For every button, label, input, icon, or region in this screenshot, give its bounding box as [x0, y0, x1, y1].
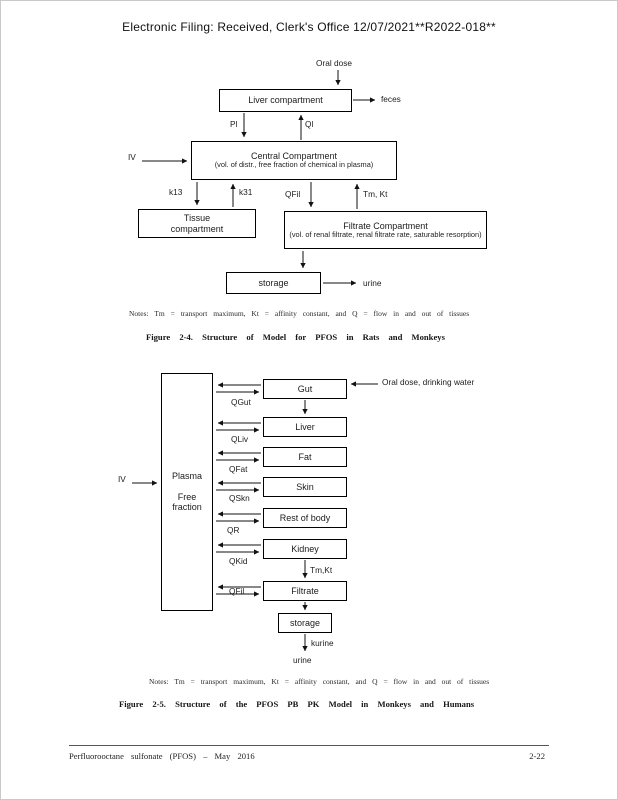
central-compartment-box: Central Compartment (vol. of distr., fre…: [191, 141, 397, 180]
fat-label: Fat: [298, 451, 312, 462]
footer-document-title: Perfluorooctane sulfonate (PFOS) – May 2…: [69, 751, 255, 761]
central-compartment-title: Central Compartment: [250, 151, 338, 162]
qliv-label: QLiv: [231, 434, 249, 444]
figure1-notes: Notes: Tm = transport maximum, Kt = affi…: [129, 309, 470, 318]
qfil-label: QFil: [285, 189, 301, 199]
kidney-box: Kidney: [263, 539, 347, 559]
kurine-label: kurine: [311, 638, 334, 648]
rest-of-body-box: Rest of body: [263, 508, 347, 528]
urine-label-fig2: urine: [293, 655, 312, 665]
iv-label: IV: [128, 152, 136, 162]
qkid-label: QKid: [229, 556, 248, 566]
filtrate-compartment-title: Filtrate Compartment: [343, 220, 428, 231]
plasma-subtitle: Free fraction: [172, 491, 202, 513]
skin-label: Skin: [296, 481, 314, 492]
iv-label-fig2: IV: [118, 474, 126, 484]
filtrate-compartment-subtitle: (vol. of renal filtrate, renal filtrate …: [289, 229, 482, 239]
skin-box: Skin: [263, 477, 347, 497]
storage-box-fig2: storage: [278, 613, 332, 633]
filtrate-compartment-box: Filtrate Compartment (vol. of renal filt…: [284, 211, 487, 249]
figure2-notes: Notes: Tm = transport maximum, Kt = affi…: [149, 677, 490, 686]
feces-label: feces: [381, 94, 401, 104]
kidney-label: Kidney: [291, 543, 319, 554]
footer-page-number: 2-22: [529, 751, 545, 761]
oral-dose-drinking-water-label: Oral dose, drinking water: [382, 377, 475, 387]
qskn-label: QSkn: [229, 493, 250, 503]
storage-label-fig1: storage: [258, 277, 289, 288]
gut-label: Gut: [297, 383, 313, 394]
oral-dose-label: Oral dose: [316, 58, 352, 68]
pl-flow-label: Pl: [230, 119, 238, 129]
urine-label-fig1: urine: [363, 278, 382, 288]
tm-kt-label-fig2: Tm,Kt: [310, 565, 333, 575]
plasma-box: Plasma Free fraction: [161, 373, 213, 611]
central-compartment-subtitle: (vol. of distr., free fraction of chemic…: [214, 160, 374, 170]
tissue-compartment-line2: compartment: [170, 223, 224, 234]
filtrate-label-fig2: Filtrate: [291, 585, 319, 596]
tissue-compartment-line1: Tissue: [183, 213, 211, 224]
fat-box: Fat: [263, 447, 347, 467]
k31-label: k31: [239, 187, 253, 197]
rest-of-body-label: Rest of body: [279, 512, 331, 523]
gut-box: Gut: [263, 379, 347, 399]
liver-label-fig2: Liver: [295, 421, 315, 432]
qfat-label: QFat: [229, 464, 248, 474]
figure1-caption: Figure 2-4. Structure of Model for PFOS …: [146, 332, 445, 342]
k13-label: k13: [169, 187, 183, 197]
filtrate-box-fig2: Filtrate: [263, 581, 347, 601]
figure2-caption: Figure 2-5. Structure of the PFOS PB PK …: [119, 699, 475, 709]
footer-divider: [69, 745, 549, 746]
tm-kt-label: Tm, Kt: [363, 189, 388, 199]
tissue-compartment-box: Tissue compartment: [138, 209, 256, 238]
storage-label-fig2: storage: [289, 617, 321, 628]
storage-box-fig1: storage: [226, 272, 321, 294]
qgut-label: QGut: [231, 397, 251, 407]
liver-box-fig2: Liver: [263, 417, 347, 437]
liver-compartment-label: Liver compartment: [248, 95, 323, 106]
ql-flow-label: Ql: [305, 119, 314, 129]
liver-compartment-box: Liver compartment: [219, 89, 352, 112]
plasma-title: Plasma: [171, 471, 202, 482]
page-title: Electronic Filing: Received, Clerk's Off…: [122, 20, 496, 34]
qfil-label-fig2: QFil: [229, 586, 245, 596]
qr-label: QR: [227, 525, 240, 535]
